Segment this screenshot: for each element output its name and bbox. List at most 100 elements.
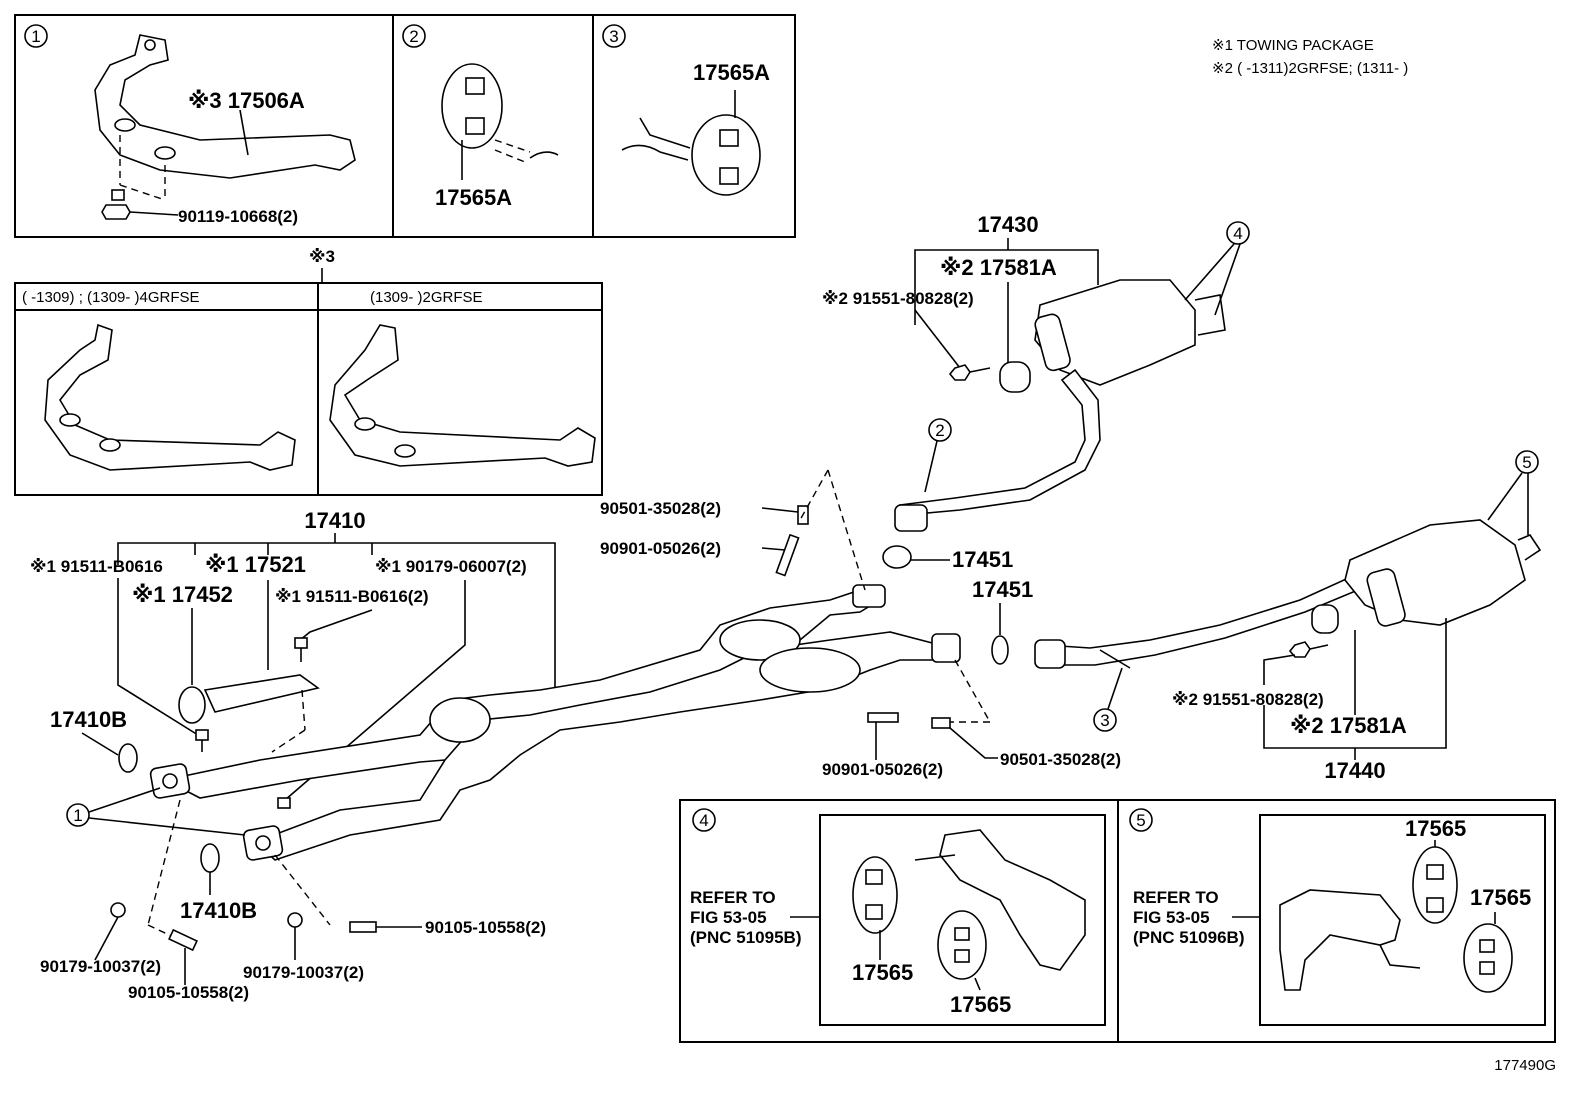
inset-1: 1 90119-10668(2) ※3 17506A — [24, 24, 356, 226]
flange-left-lower — [242, 825, 284, 861]
label-90179-06007: ※1 90179-06007(2) — [375, 557, 527, 576]
variant-b-label: (1309- )2GRFSE — [370, 289, 483, 306]
bolt-90901-05026-b — [867, 712, 899, 723]
inset-4-refer-3: (PNC 51095B) — [690, 928, 802, 947]
label-90179-10037-a: 90179-10037(2) — [40, 957, 161, 976]
svg-text:2: 2 — [935, 421, 944, 440]
bolt-91551-80828-b — [1288, 641, 1311, 658]
tailpipe-17440: ※2 91551-80828(2) ※2 17581A 17440 — [1034, 519, 1542, 783]
converter-c — [759, 647, 861, 693]
label-90179-10037-b: 90179-10037(2) — [243, 963, 364, 982]
gasket-17451-a — [882, 545, 912, 569]
flange-left-upper — [149, 763, 191, 799]
bolt-90105-10558-a — [168, 928, 198, 952]
note-towing-package: ※1 TOWING PACKAGE — [1212, 37, 1374, 54]
label-90501-35028-b: 90501-35028(2) — [1000, 750, 1121, 769]
label-17521: ※1 17521 — [205, 552, 306, 577]
inset-4-number: 4 — [699, 811, 708, 830]
inset-3-number: 3 — [609, 27, 618, 46]
label-17581A-b: ※2 17581A — [1290, 713, 1407, 738]
flange-right-lower — [931, 633, 961, 663]
inset-frame-top — [14, 14, 796, 238]
label-17581A-a: ※2 17581A — [940, 255, 1057, 280]
nut-90179-10037-a — [110, 902, 126, 918]
flange-17430 — [894, 504, 928, 532]
tailpipe-17430: 17430 ※2 17581A ※2 91551-80828(2) — [822, 212, 1226, 532]
pipe-lower-branch — [253, 631, 947, 861]
bolt-90901-05026-a — [775, 533, 800, 577]
inset-4-refer-1: REFER TO — [690, 888, 776, 907]
svg-text:1: 1 — [73, 806, 82, 825]
inset-group-top: 1 90119-10668(2) ※3 17506A 2 — [14, 14, 796, 238]
label-17430: 17430 — [977, 212, 1038, 237]
gaskets-17410B: 17410B 17410B — [50, 707, 257, 923]
hanger-17565A-a — [441, 63, 503, 149]
callout-4: 4 — [1184, 221, 1250, 316]
hanger-17565-5b — [1463, 923, 1513, 993]
inset-5-number: 5 — [1136, 811, 1145, 830]
figure-id: 177490G — [1494, 1057, 1556, 1074]
variant-mark: ※3 — [309, 247, 335, 266]
label-17410B-b: 17410B — [180, 898, 257, 923]
nut-90179-10037-b — [287, 912, 303, 928]
inset-5-refer-2: FIG 53-05 — [1133, 908, 1210, 927]
hanger-17565-4b — [937, 910, 987, 980]
label-17452: ※1 17452 — [132, 582, 233, 607]
label-90105-10558-b: 90105-10558(2) — [425, 918, 546, 937]
label-90105-10558-a: 90105-10558(2) — [128, 983, 249, 1002]
tailpipe-17430-pipe — [898, 368, 1101, 516]
label-91511-B0616: ※1 91511-B0616 — [30, 557, 163, 576]
spring-90501-35028-b — [931, 717, 951, 729]
converter-a — [429, 697, 491, 743]
label-90901-05026-b: 90901-05026(2) — [822, 760, 943, 779]
variant-frame — [14, 282, 603, 496]
inset-3: 3 17565A — [602, 24, 770, 196]
callout-3: 3 — [1093, 667, 1123, 732]
label-91511-B0616-2: ※1 91511-B0616(2) — [275, 587, 429, 606]
hanger-17581A-b — [1311, 604, 1339, 634]
bracket-17506A — [94, 34, 356, 179]
callout-2: 2 — [924, 418, 952, 493]
gaskets-17451: 17451 17451 — [882, 545, 1033, 665]
inset-2: 2 17565A — [402, 24, 559, 210]
hanger-17565-4a — [852, 856, 898, 934]
bolt-90105-10558-b — [349, 921, 377, 933]
label-17565-4b: 17565 — [950, 992, 1011, 1017]
label-17440: 17440 — [1324, 758, 1385, 783]
inset-5: 5 REFER TO FIG 53-05 (PNC 51096B) 17565 … — [1129, 808, 1546, 1026]
bracket-5 — [1279, 889, 1401, 991]
inset-1-number: 1 — [31, 27, 40, 46]
label-17451-b: 17451 — [972, 577, 1033, 602]
svg-text:3: 3 — [1100, 711, 1109, 730]
label-17410: 17410 — [304, 508, 365, 533]
hanger-17565A-b — [691, 114, 761, 196]
callout-1: 1 — [66, 787, 246, 836]
label-90501-35028-a: 90501-35028(2) — [600, 499, 721, 518]
inset-2-number: 2 — [409, 27, 418, 46]
fasteners-bottom-left: 90179-10037(2) 90105-10558(2) 90179-1003… — [40, 799, 546, 1002]
label-17506A: ※3 17506A — [188, 88, 305, 113]
label-17410B-a: 17410B — [50, 707, 127, 732]
gasket-17451-b — [991, 635, 1009, 665]
flange-right-upper — [852, 584, 886, 608]
svg-text:4: 4 — [1233, 224, 1242, 243]
label-90901-05026-a: 90901-05026(2) — [600, 539, 721, 558]
front-pipe-17410: 17410 ※1 91511-B0616 ※1 17521 ※1 90179-0… — [30, 508, 961, 861]
nut-90179-06007 — [277, 797, 291, 809]
inset-5-frame — [1259, 814, 1546, 1026]
callout-5: 5 — [1487, 450, 1539, 535]
label-91551-80828-a: ※2 91551-80828(2) — [822, 289, 974, 308]
note-2grfse: ※2 ( -1311)2GRFSE; (1311- ) — [1212, 60, 1408, 77]
label-17565-5b: 17565 — [1470, 885, 1531, 910]
gasket-17410B-b — [200, 843, 220, 873]
variant-bracket-box: ※3 ( -1309) ; (1309- )4GRFSE (1309- )2GR… — [14, 247, 603, 496]
converter-b — [719, 619, 801, 661]
label-90119-10668: 90119-10668(2) — [178, 207, 298, 226]
clamp-17452 — [178, 686, 206, 724]
hanger-17581A-a — [999, 361, 1031, 393]
fasteners-middle: 90501-35028(2) 90901-05026(2) 90901-0502… — [600, 469, 1121, 779]
label-17565-4a: 17565 — [852, 960, 913, 985]
label-17565-5a: 17565 — [1405, 816, 1466, 841]
bolt-91551-80828-a — [948, 364, 971, 381]
